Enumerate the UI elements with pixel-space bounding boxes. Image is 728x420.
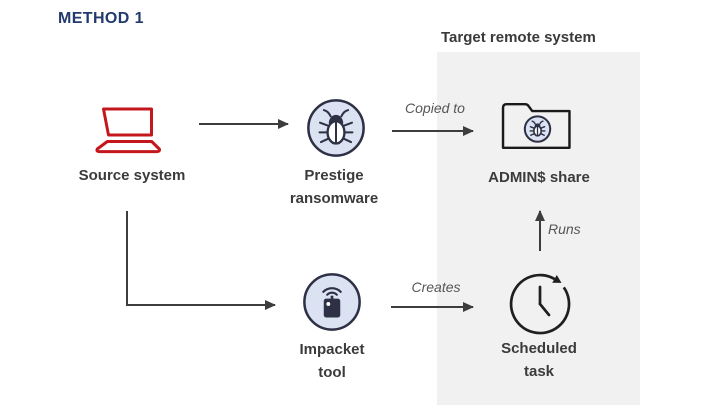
bug-icon-small (529, 120, 546, 137)
method-title: METHOD 1 (58, 10, 144, 27)
node-label-prestige-ransomware: Prestige ransomware (289, 167, 379, 208)
bug-badge-icon (307, 99, 365, 157)
node-label-admin-share: ADMIN$ share (488, 169, 590, 186)
scheduled-clock-icon (509, 273, 571, 335)
folder-bug-icon (501, 102, 571, 150)
wireless-device-icon (322, 287, 342, 318)
edge-label-creates: Creates (411, 279, 461, 295)
laptop-icon (95, 107, 161, 154)
target-system-label: Target remote system (441, 29, 596, 46)
node-label-impacket-tool: Impacket tool (299, 341, 365, 382)
node-label-scheduled-task: Scheduled task (501, 340, 577, 381)
edge-label-runs: Runs (548, 221, 581, 237)
bug-icon (318, 109, 354, 145)
node-label-source-system: Source system (78, 167, 186, 184)
edge-label-copied-to: Copied to (405, 100, 465, 116)
arrow-source-to-impacket (126, 211, 276, 310)
wireless-device-badge-icon (303, 273, 361, 331)
